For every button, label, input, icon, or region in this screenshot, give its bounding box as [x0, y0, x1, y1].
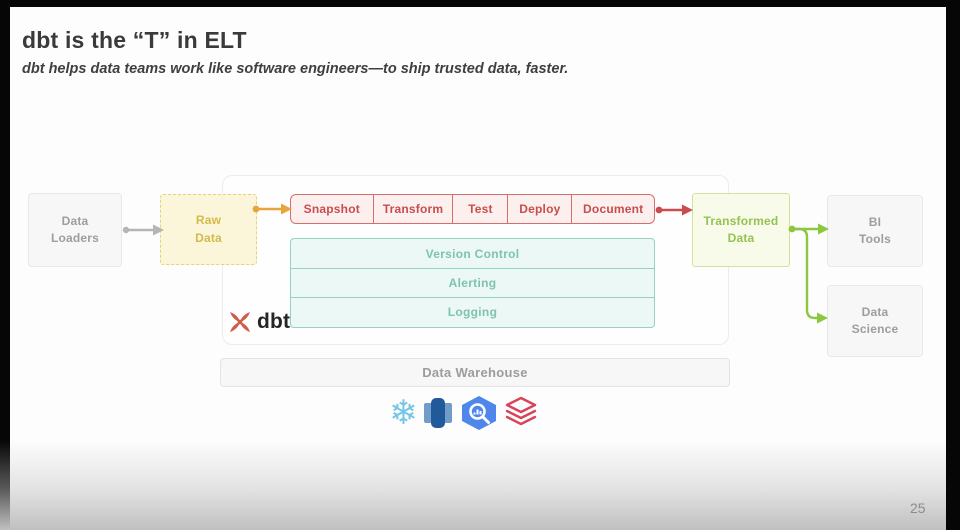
node-data-loaders: Data Loaders	[28, 193, 122, 267]
node-label: BI Tools	[858, 214, 892, 246]
slide-title: dbt is the “T” in ELT	[22, 27, 247, 53]
node-data-science: Data Science	[827, 285, 923, 357]
dbt-logo-text: dbt	[257, 310, 291, 333]
service-version-control: Version Control	[425, 246, 520, 261]
arrow-transformed-to-data-science	[792, 227, 828, 324]
letterbox-top	[0, 0, 960, 7]
slide-subtitle: dbt helps data teams work like software …	[22, 61, 569, 77]
node-label: Data Loaders	[50, 213, 100, 245]
pipeline-step-snapshot: Snapshot	[291, 195, 374, 223]
pipeline-step-deploy: Deploy	[508, 195, 573, 223]
service-alerting: Alerting	[291, 268, 654, 297]
snowflake-icon: ❄	[389, 393, 418, 433]
dbt-logo-icon	[230, 312, 250, 332]
letterbox-left	[0, 0, 10, 530]
pipeline-step-document: Document	[583, 202, 644, 216]
dbt-pipeline-steps: Snapshot Transform Test Deploy Document	[290, 194, 655, 224]
warehouse-icons: ❄	[389, 393, 549, 433]
service-logging: Logging	[291, 297, 654, 326]
node-data-warehouse: Data Warehouse	[220, 358, 730, 387]
video-bottom-fade	[0, 440, 960, 530]
node-transformed-data: Transformed Data	[692, 193, 790, 267]
node-label: Data Warehouse	[422, 365, 528, 380]
node-bi-tools: BI Tools	[827, 195, 923, 267]
pipeline-step-transform: Transform	[374, 195, 454, 223]
arrow-transformed-to-bi-tools	[788, 223, 829, 235]
arrow-loaders-to-raw	[122, 224, 164, 236]
bigquery-icon	[458, 394, 500, 432]
redshift-icon	[421, 395, 455, 431]
letterbox-right	[946, 0, 960, 530]
node-label: Data Science	[851, 304, 899, 336]
pipeline-step-test: Test	[453, 195, 509, 223]
node-raw-data: Raw Data	[160, 194, 257, 265]
slide-page-number: 25	[910, 500, 926, 516]
dbt-logo: dbt	[227, 309, 290, 335]
databricks-icon	[503, 395, 539, 431]
node-label: Transformed Data	[703, 213, 779, 245]
node-label: Raw Data	[195, 213, 222, 245]
dbt-service-stack: Version Control Alerting Logging	[290, 238, 655, 328]
